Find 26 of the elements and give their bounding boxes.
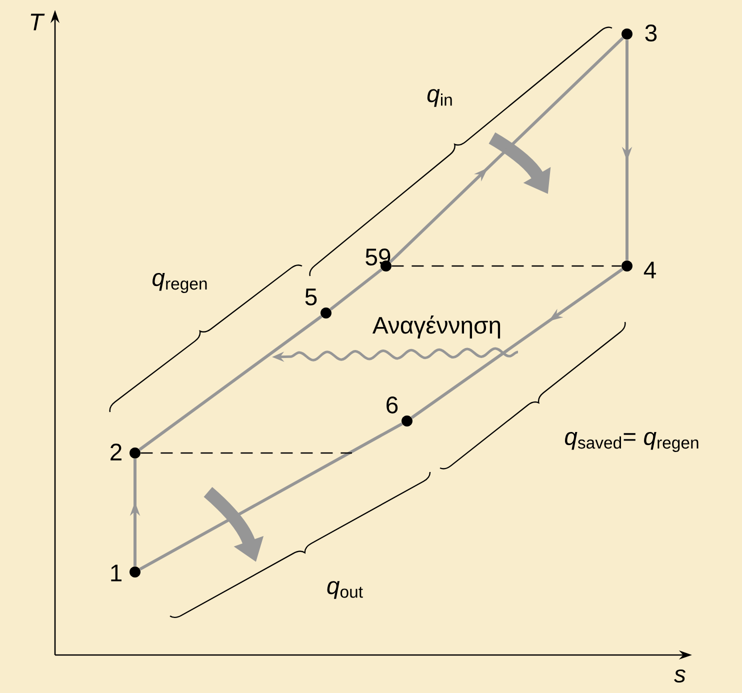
point-label: 3 xyxy=(645,24,657,42)
point-label: 4 xyxy=(644,262,656,278)
state-point xyxy=(402,416,412,426)
point-label: 1 xyxy=(111,564,122,582)
state-point xyxy=(130,448,140,458)
text-label: s xyxy=(674,669,686,683)
text-label: q$_{in}$ xyxy=(427,89,452,107)
text-label: q$_{regen}$ xyxy=(152,272,207,294)
point-label: 6 xyxy=(386,396,398,414)
state-point xyxy=(130,566,140,578)
text-label: Αναγέννηση xyxy=(372,316,500,338)
state-point xyxy=(622,28,632,40)
point-label: 5 xyxy=(305,288,317,306)
text-label: q$_{out}$ xyxy=(327,581,363,599)
text-label: T xyxy=(30,14,45,30)
point-label: 2 xyxy=(110,444,122,460)
process-line xyxy=(410,268,624,419)
text-label: q$_{saved}$= q$_{regen}$ xyxy=(564,432,698,452)
state-point xyxy=(320,308,332,318)
process-line xyxy=(392,265,622,267)
process-line xyxy=(330,268,382,311)
process-line xyxy=(140,452,352,454)
process-line xyxy=(389,36,624,264)
process-line xyxy=(138,315,322,451)
process-line xyxy=(139,422,403,571)
state-point xyxy=(622,260,632,272)
